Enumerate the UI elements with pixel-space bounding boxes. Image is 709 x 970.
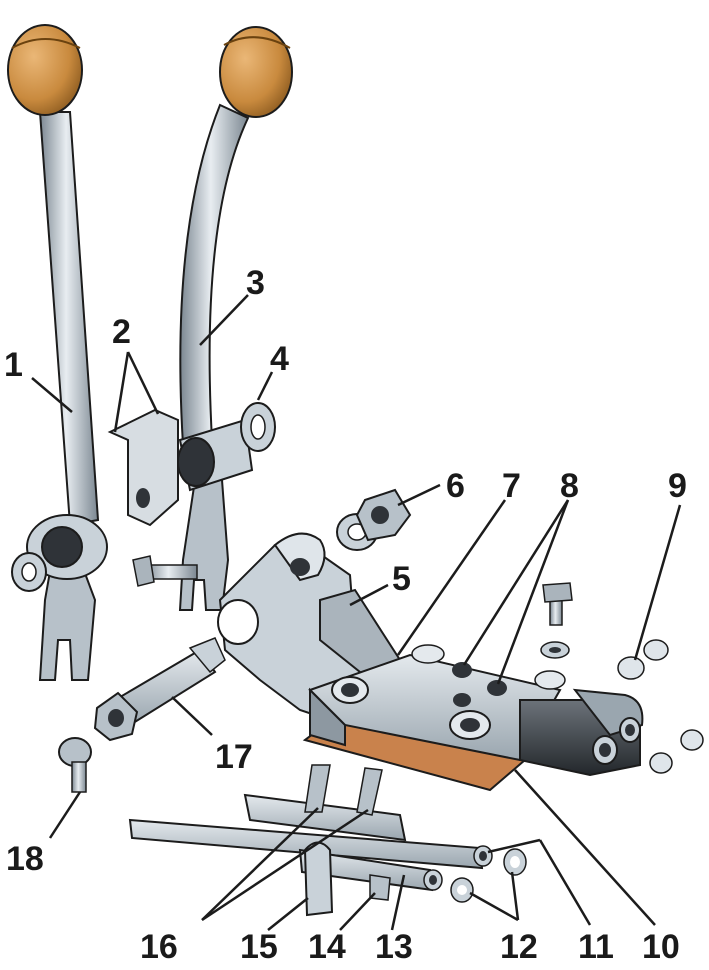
rod-11	[128, 818, 484, 870]
leader-lines	[31, 294, 682, 931]
callout-12: 12	[500, 928, 538, 966]
callout-13: 13	[375, 928, 413, 966]
nut-6	[336, 488, 412, 551]
screw-18	[58, 737, 92, 793]
bracket-5-ear-hole	[290, 558, 310, 576]
shift-rods	[128, 764, 493, 917]
finger-16-right	[356, 767, 383, 816]
callout-labels: 1 2 3 4 5 6 7 8 9 10 11 12 13 14 15 16 1…	[4, 264, 687, 966]
callout-1: 1	[4, 346, 23, 384]
plugs-9	[617, 639, 704, 774]
lever-1	[7, 24, 108, 681]
callout-8: 8	[560, 467, 579, 505]
fork-15	[303, 841, 334, 917]
lever-3-rod	[179, 103, 250, 447]
washer-4-hole	[250, 414, 266, 440]
plug-8-left	[452, 662, 472, 678]
clip-2	[107, 408, 179, 527]
top-bolt	[540, 582, 573, 659]
bolt-small	[132, 555, 198, 587]
lever-1-rod	[38, 111, 100, 527]
bracket-5-ear	[273, 532, 326, 582]
callout-16: 16	[140, 928, 178, 966]
stop-bolt-17	[93, 637, 226, 742]
lever-3-hub-bore	[177, 437, 215, 487]
lever-1-hub-bore	[41, 526, 83, 568]
lever-1-washer-hole	[21, 562, 37, 582]
clip-2-hole	[136, 488, 150, 508]
callout-2: 2	[112, 313, 131, 351]
callout-9: 9	[668, 467, 687, 505]
plate-side	[309, 687, 346, 747]
bracket-5-bore	[217, 599, 259, 645]
washers-12	[450, 848, 527, 903]
callout-6: 6	[446, 467, 465, 505]
callout-11: 11	[578, 928, 614, 966]
callout-3: 3	[246, 264, 265, 302]
plug-8-right	[487, 680, 507, 696]
clip-2-body	[107, 408, 179, 527]
callout-4: 4	[270, 340, 289, 378]
callout-7: 7	[502, 467, 521, 505]
guide-block	[519, 688, 644, 777]
base-plate	[302, 644, 566, 792]
lever-1-knob	[7, 24, 83, 116]
callout-5: 5	[392, 560, 411, 598]
lever-3	[177, 26, 293, 611]
callout-10: 10	[642, 928, 680, 966]
rod-upper	[243, 793, 407, 842]
lever-3-fork	[178, 479, 230, 611]
callout-15: 15	[240, 928, 278, 966]
callout-14: 14	[308, 928, 346, 966]
lever-3-knob	[219, 26, 293, 118]
callout-18: 18	[6, 840, 44, 878]
lever-1-knob-groove	[11, 38, 81, 49]
callout-17: 17	[215, 738, 253, 776]
finger-16-left	[304, 764, 331, 813]
lever-1-fork	[38, 559, 97, 681]
lever-3-knob-groove	[223, 36, 291, 49]
